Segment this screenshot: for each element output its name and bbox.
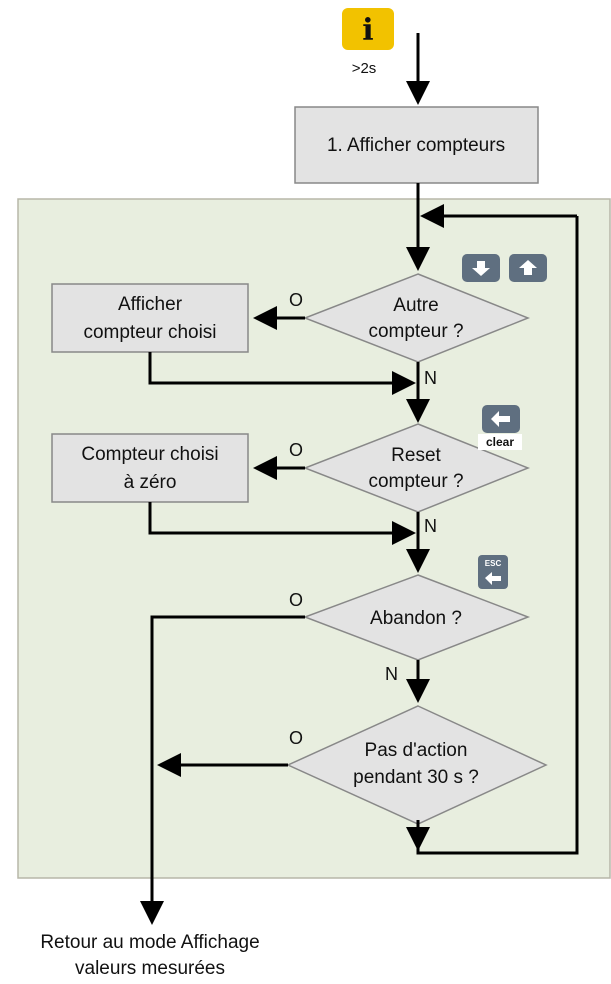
no-label-3: N (385, 664, 398, 684)
no-label-1: N (424, 368, 437, 388)
step1-label: 1. Afficher compteurs (327, 135, 505, 156)
action-show-line2: compteur choisi (83, 322, 216, 343)
action-show-box (51, 283, 249, 353)
decision-other-line1: Autre (393, 295, 438, 316)
action-reset-line2: à zéro (124, 472, 177, 493)
action-reset-line1: Compteur choisi (81, 444, 218, 465)
yes-label-4: O (289, 728, 303, 748)
decision-abort-label: Abandon ? (370, 608, 462, 629)
arrow-down-key-icon[interactable] (462, 254, 500, 282)
decision-reset-line1: Reset (391, 445, 441, 466)
decision-reset-line2: compteur ? (368, 471, 463, 492)
esc-key-label: ESC (485, 559, 502, 568)
arrow-left-key-icon[interactable] (482, 405, 520, 433)
footer-line1: Retour au mode Affichage (40, 932, 259, 953)
clear-key-label: clear (486, 435, 514, 449)
arrow-show-return (148, 352, 416, 395)
decision-idle-line2: pendant 30 s ? (353, 767, 479, 788)
footer-line2: valeurs mesurées (75, 958, 225, 979)
yes-label-1: O (289, 290, 303, 310)
info-key-glyph: i (362, 13, 373, 48)
arrow-up-key-icon[interactable] (509, 254, 547, 282)
action-show-line1: Afficher (118, 294, 183, 315)
decision-idle-line1: Pas d'action (365, 740, 468, 761)
info-key-icon[interactable]: i (342, 8, 394, 50)
clear-key-tag (478, 434, 522, 450)
hold-label: >2s (352, 60, 377, 77)
arrow-exit (140, 615, 305, 925)
arrow-reset-return (148, 502, 416, 545)
decision-other-line2: compteur ? (368, 321, 463, 342)
no-label-2: N (424, 516, 437, 536)
yes-label-3: O (289, 590, 303, 610)
esc-key-icon[interactable]: ESC (478, 555, 508, 589)
yes-label-2: O (289, 440, 303, 460)
